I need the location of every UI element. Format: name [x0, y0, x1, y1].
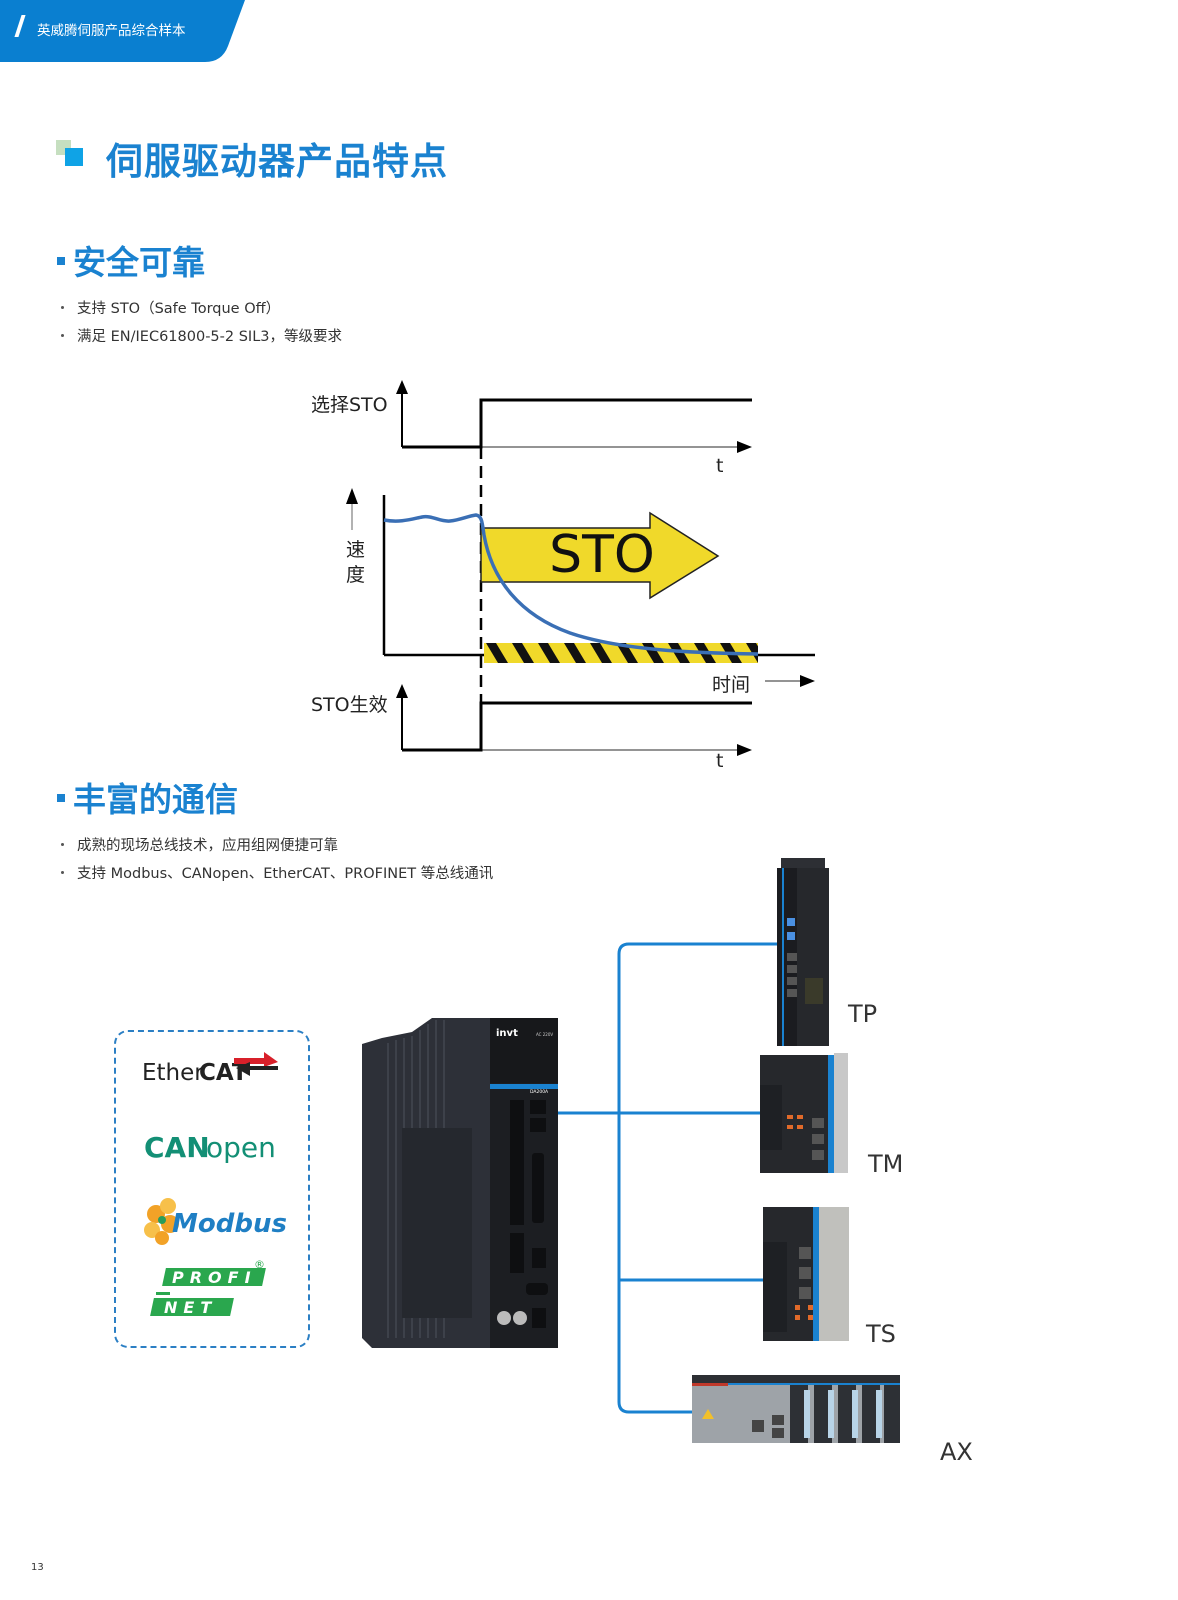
page-title: 伺服驱动器产品特点	[106, 140, 448, 183]
sto-active-label: STO生效	[311, 694, 388, 716]
section-title-safety: 安全可靠	[73, 243, 205, 282]
protocol-logos: Ether CAT CAN open Modbus PROFI NET ®	[142, 1052, 287, 1317]
sto-active-signal	[402, 701, 752, 752]
servo-drive-image: invt AC 220V DA200A	[362, 1018, 558, 1348]
section-marker-icon	[57, 794, 65, 802]
sto-active-y-arrow-icon	[396, 684, 408, 698]
drive-brand: invt	[496, 1028, 518, 1039]
page-number: 13	[31, 1562, 44, 1573]
modbus-text: Modbus	[172, 1209, 287, 1239]
ethercat-arrow-red-icon	[234, 1052, 278, 1067]
bullet-protocols: 支持 Modbus、CANopen、EtherCAT、PROFINET 等总线通…	[77, 866, 494, 882]
profinet-text-1: PROFI	[172, 1268, 257, 1287]
time-arrow-icon	[800, 675, 815, 687]
device-label-ax: AX	[940, 1438, 973, 1466]
canopen-text-1: CAN	[144, 1131, 210, 1164]
drive-model: DA200A	[530, 1089, 549, 1095]
registered-mark: ®	[254, 1258, 265, 1271]
canopen-text-2: open	[206, 1131, 276, 1164]
select-sto-y-arrow-icon	[396, 380, 408, 394]
select-sto-x-arrow-icon	[737, 441, 752, 453]
sto-active-x-arrow-icon	[737, 744, 752, 756]
device-label-tp: TP	[848, 1000, 878, 1028]
select-sto-label: 选择STO	[311, 394, 388, 416]
bullet-sto: 支持 STO（Safe Torque Off）	[77, 301, 281, 317]
tm-device-image	[760, 1053, 848, 1173]
ts-device-image	[763, 1207, 849, 1341]
modbus-logo: Modbus	[144, 1198, 287, 1245]
device-label-ts: TS	[866, 1320, 896, 1348]
hazard-strip	[484, 643, 758, 663]
bullet-dot	[61, 843, 64, 846]
t-label-top: t	[716, 455, 724, 477]
ethercat-arrow-black-icon	[236, 1062, 278, 1076]
speed-label-2: 度	[346, 564, 366, 586]
sto-arrow-text: STO	[549, 525, 655, 585]
sto-timing-diagram: STO	[346, 380, 815, 756]
bullet-fieldbus: 成熟的现场总线技术，应用组网便捷可靠	[77, 838, 338, 854]
bus-line	[617, 942, 777, 1414]
speed-label-1: 速	[346, 539, 366, 561]
section-marker-icon	[57, 257, 65, 265]
section-title-communication: 丰富的通信	[73, 780, 238, 819]
sto-arrow-shape	[480, 511, 720, 600]
select-sto-signal	[402, 398, 752, 449]
header-banner	[0, 0, 245, 62]
ethercat-logo: Ether CAT	[142, 1052, 278, 1086]
profinet-text-2: NET	[164, 1298, 217, 1317]
bullet-dot	[61, 306, 64, 309]
profinet-logo: PROFI NET ®	[150, 1258, 266, 1317]
bullet-dot	[61, 871, 64, 874]
protocol-logos-box	[114, 1030, 310, 1348]
speed-label-arrow-icon	[346, 488, 358, 504]
tp-device-image	[777, 858, 829, 1046]
speed-curve	[383, 513, 759, 656]
title-square-icon-front	[65, 148, 83, 166]
device-label-tm: TM	[868, 1150, 904, 1178]
banner-title: 英威腾伺服产品综合样本	[37, 23, 186, 39]
time-label: 时间	[712, 674, 751, 696]
ethercat-text-1: Ether	[142, 1060, 204, 1086]
drive-voltage: AC 220V	[536, 1032, 553, 1037]
bullet-dot	[61, 334, 64, 337]
bullet-sil3: 满足 EN/IEC61800-5-2 SIL3，等级要求	[77, 329, 342, 345]
t-label-bottom: t	[716, 750, 724, 772]
ethercat-text-2: CAT	[199, 1060, 248, 1086]
canopen-logo: CAN open	[144, 1131, 276, 1164]
ax-device-image	[692, 1375, 900, 1443]
